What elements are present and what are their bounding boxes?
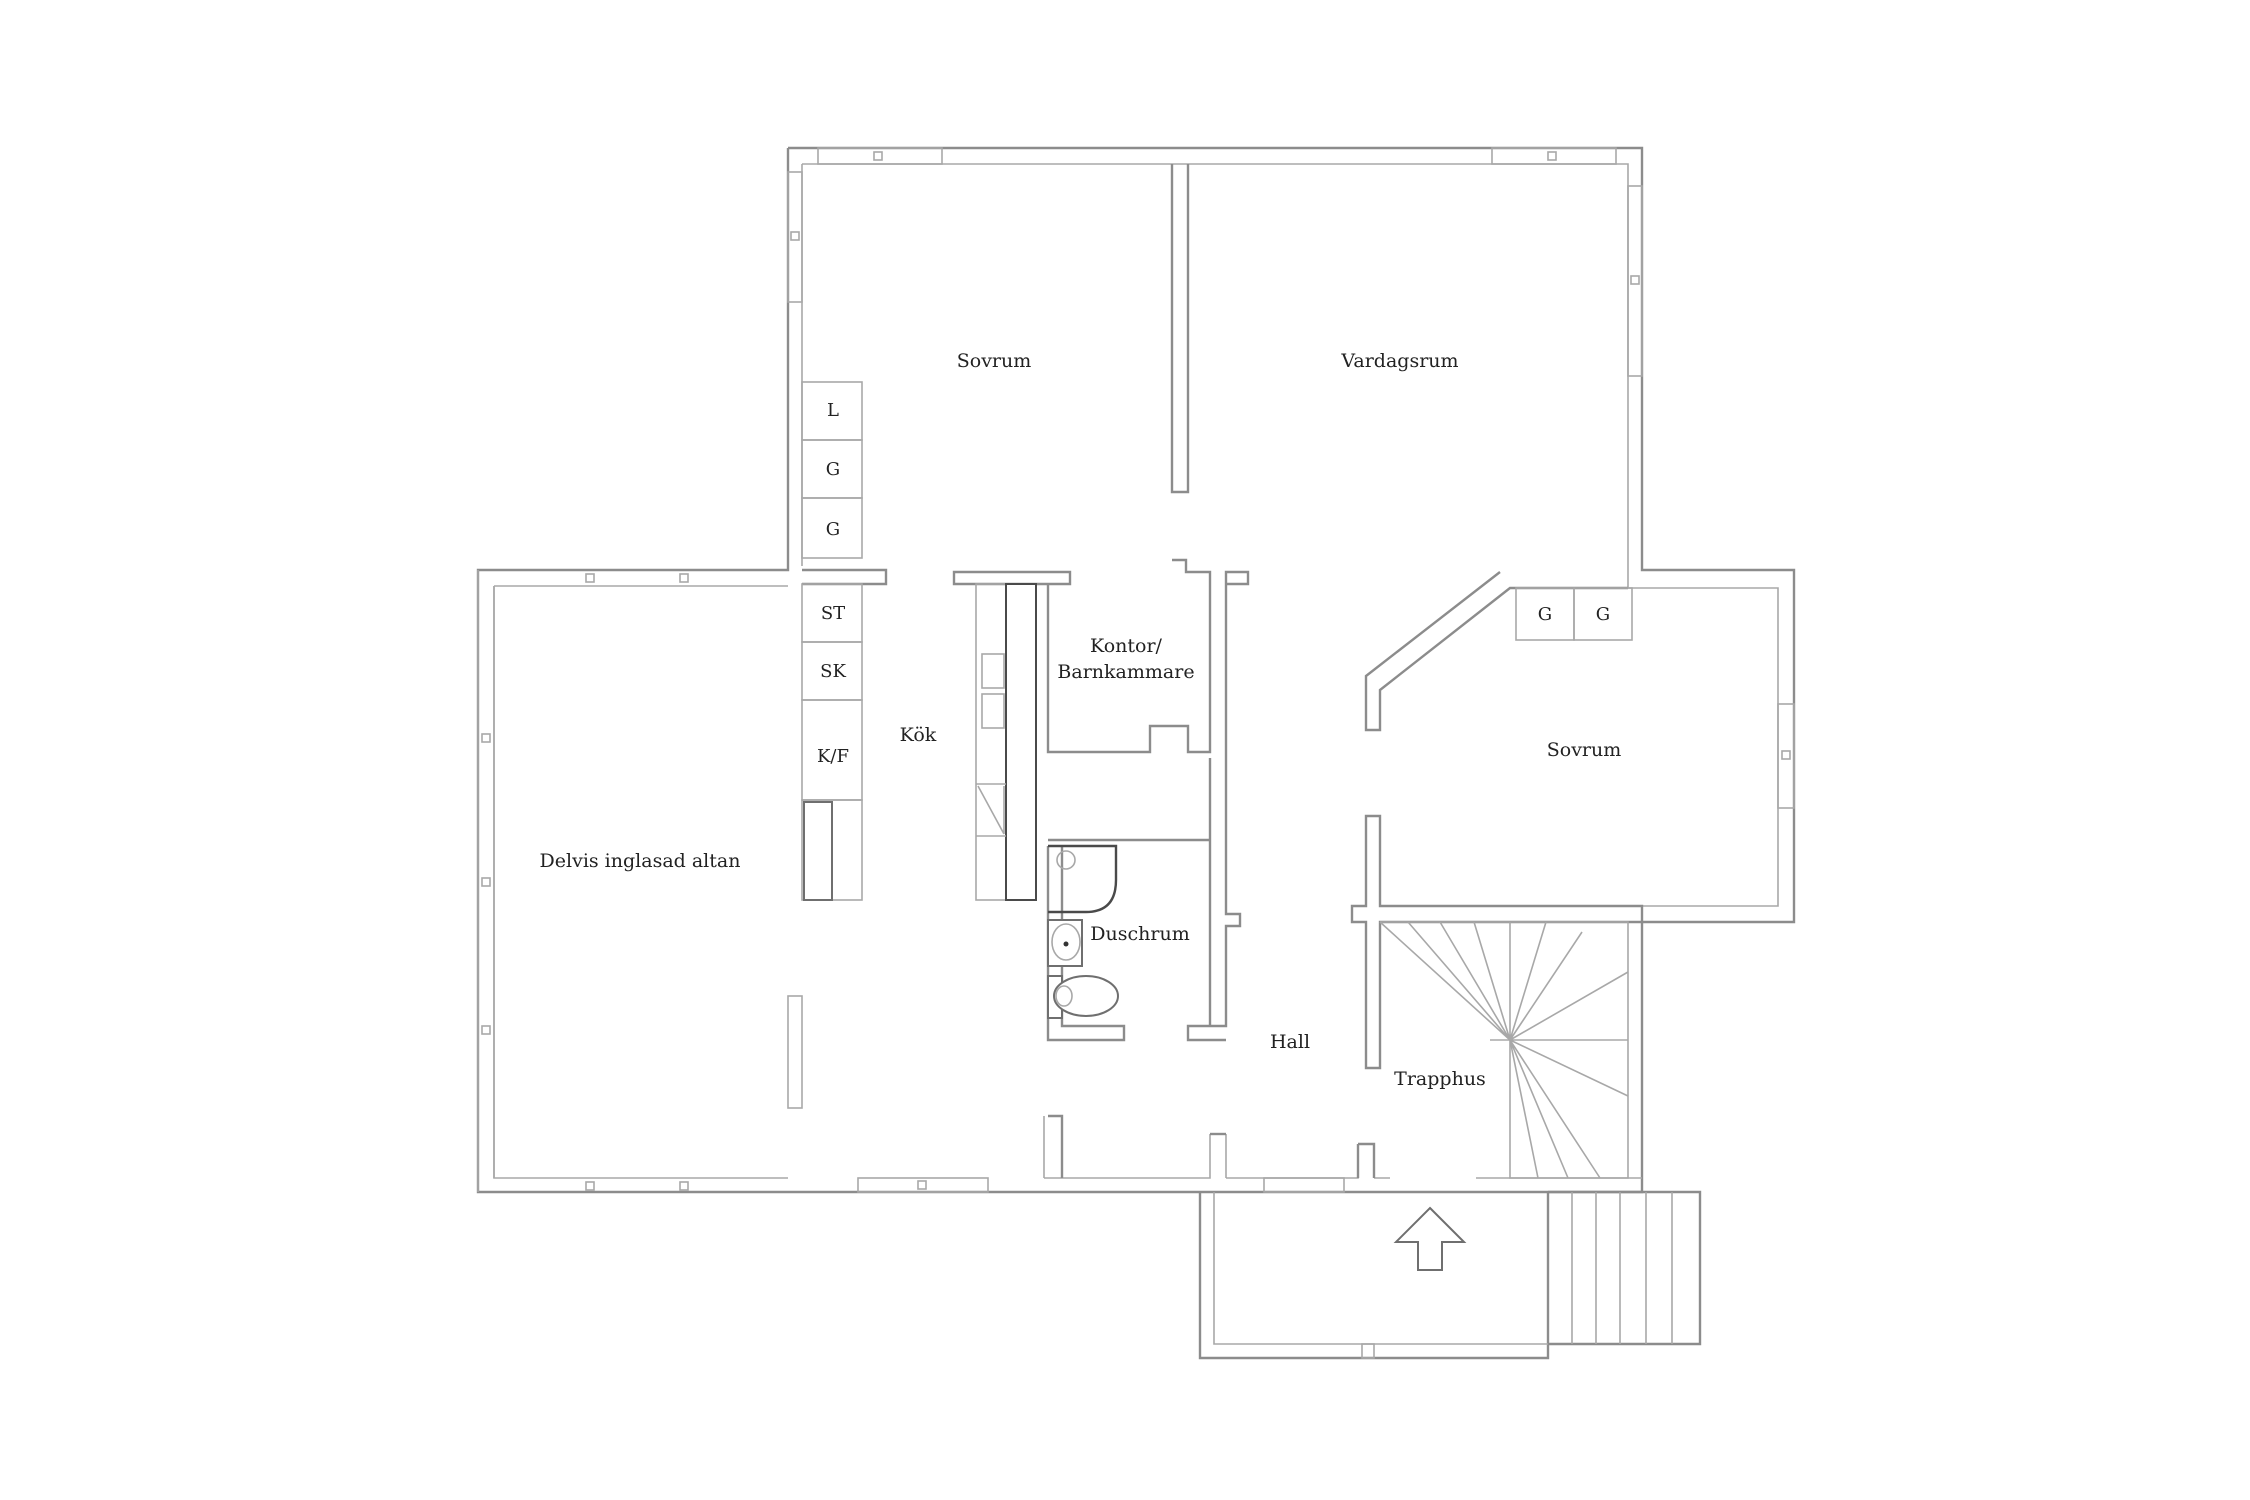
room-label-sovrum-nw: Sovrum (957, 350, 1032, 372)
cabinet-label-g4: G (1596, 604, 1610, 625)
exterior-walls (476, 146, 1796, 1194)
cabinet-column (801, 381, 863, 901)
cabinet-label-g3: G (1538, 604, 1552, 625)
cabinet-labels: L G G ST SK K/F G G (817, 400, 1610, 767)
cabinet-label-g1: G (826, 459, 840, 480)
room-label-duschrum: Duschrum (1090, 923, 1189, 945)
cabinet-label-l: L (827, 400, 839, 421)
kitchen-counter (975, 583, 1037, 901)
room-label-kok: Kök (900, 724, 937, 746)
room-label-hall: Hall (1270, 1031, 1310, 1053)
room-label-kontor-line2: Barnkammare (1057, 661, 1194, 683)
cabinet-label-g2: G (826, 519, 840, 540)
room-label-altan: Delvis inglasad altan (540, 850, 741, 872)
interior-walls (802, 164, 1644, 1178)
altan-terrace (477, 570, 689, 1192)
room-label-sovrum-e: Sovrum (1547, 739, 1622, 761)
room-labels: Sovrum Vardagsrum Kontor/ Barnkammare Kö… (540, 350, 1622, 1090)
east-cabinets (1515, 587, 1633, 641)
cabinet-label-st: ST (821, 603, 845, 624)
room-label-trapphus: Trapphus (1394, 1068, 1486, 1090)
cabinet-label-sk: SK (820, 661, 846, 682)
staircase (1379, 921, 1629, 1179)
bathroom-fixtures (1047, 844, 1119, 1019)
room-label-kontor-line1: Kontor/ (1090, 635, 1163, 657)
entrance-arrow-icon (1393, 1206, 1467, 1271)
entrance-porch (1198, 1190, 1702, 1360)
room-label-vardagsrum: Vardagsrum (1340, 350, 1458, 372)
cabinet-label-kf: K/F (817, 746, 849, 767)
